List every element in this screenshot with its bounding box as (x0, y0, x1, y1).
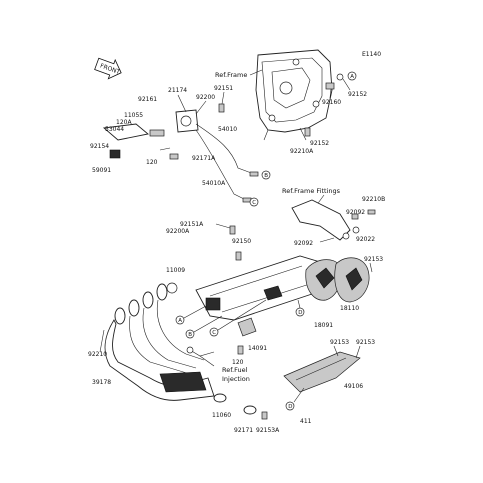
throttle-cable-54010 (195, 123, 255, 175)
exhaust-header-39178 (104, 283, 215, 401)
part-92171: 92171 (234, 427, 253, 434)
part-92022: 92022 (356, 236, 375, 243)
callout-a-top (347, 71, 357, 81)
muffler-bracket (291, 199, 351, 241)
part-54010: 54010 (218, 126, 237, 133)
figure-code: E1140 (362, 51, 381, 58)
callout-a-bottom (175, 315, 185, 325)
bolt-120-bottom (237, 345, 244, 355)
bolt-92210B (367, 209, 376, 215)
part-92153-b: 92153 (330, 339, 349, 346)
part-18091: 18091 (314, 322, 333, 329)
part-120A: 120A (116, 119, 132, 126)
bolt-92151A (229, 225, 236, 235)
callout-d-lower (285, 401, 295, 411)
part-92161: 92161 (138, 96, 157, 103)
oxygen-sensor (189, 349, 215, 357)
valve-actuator-assembly (102, 109, 199, 160)
svg-text:A: A (350, 74, 354, 80)
part-59091: 59091 (92, 167, 111, 174)
part-39178: 39178 (92, 379, 111, 386)
part-92154: 92154 (90, 143, 109, 150)
part-21174: 21174 (168, 87, 187, 94)
svg-text:D: D (288, 404, 292, 410)
part-11055: 11055 (124, 112, 143, 119)
part-92092-b: 92092 (294, 240, 313, 247)
part-92200A: 92200A (166, 228, 190, 235)
part-411: 411 (300, 418, 312, 425)
part-11009: 11009 (166, 267, 185, 274)
part-92151: 92151 (214, 85, 233, 92)
svg-text:B: B (264, 173, 268, 179)
svg-text:B: B (188, 332, 192, 338)
part-120-top: 120 (146, 159, 158, 166)
part-92153-a: 92153 (364, 256, 383, 263)
part-14091: 14091 (248, 345, 267, 352)
frame-illustration (255, 49, 333, 141)
part-92210: 92210 (88, 351, 107, 358)
part-92153A: 92153A (256, 427, 280, 434)
cover-49106 (283, 351, 361, 393)
part-92152-b: 92152 (310, 140, 329, 147)
part-92151A: 92151A (180, 221, 204, 228)
part-92150: 92150 (232, 238, 251, 245)
ref-injection-label: Injection (222, 375, 250, 383)
part-92153-c: 92153 (356, 339, 375, 346)
part-49106: 49106 (344, 383, 363, 390)
svg-text:C: C (212, 330, 216, 336)
svg-text:A: A (178, 318, 182, 324)
bolt-92150 (235, 251, 242, 261)
gasket-11060 (213, 393, 227, 403)
part-11060: 11060 (212, 412, 231, 419)
part-18110: 18110 (340, 305, 359, 312)
part-92200: 92200 (196, 94, 215, 101)
bolt-92151 (218, 103, 225, 113)
ref-frame-label: Ref.Frame (215, 71, 247, 79)
part-92152-a: 92152 (348, 91, 367, 98)
callout-b-cable (261, 170, 271, 180)
part-54010A: 54010A (202, 180, 226, 187)
cable-54010A (195, 129, 247, 201)
svg-text:C: C (252, 200, 256, 206)
bolt-92153A (261, 411, 268, 420)
svg-text:D: D (298, 310, 302, 316)
damper-92160 (325, 82, 335, 90)
callout-c-bottom (209, 327, 219, 337)
part-120-bottom: 120 (232, 359, 244, 366)
part-92160: 92160 (322, 99, 341, 106)
gasket-11009 (166, 282, 178, 294)
washer-92152-upper (336, 73, 344, 81)
part-92210A: 92210A (290, 148, 314, 155)
front-arrow-icon: FRONT (94, 57, 122, 80)
callout-b-bottom (185, 329, 195, 339)
ref-fuel-label: Ref.Fuel (222, 366, 248, 374)
part-92092-a: 92092 (346, 209, 365, 216)
collar-92022 (352, 226, 360, 234)
muffler-body-18091 (195, 255, 325, 321)
part-92210B: 92210B (362, 196, 385, 203)
part-92171A: 92171A (192, 155, 216, 162)
end-cap-18110 (305, 257, 370, 303)
callout-c-cable (249, 197, 259, 207)
part-53044: 53044 (105, 126, 124, 133)
clamp-14091 (237, 317, 257, 337)
bolt-92210A (304, 127, 311, 137)
clamp-92171 (243, 405, 257, 415)
damper-92092-a (351, 213, 359, 220)
ref-frame-fittings-label: Ref.Frame Fittings (282, 187, 341, 195)
